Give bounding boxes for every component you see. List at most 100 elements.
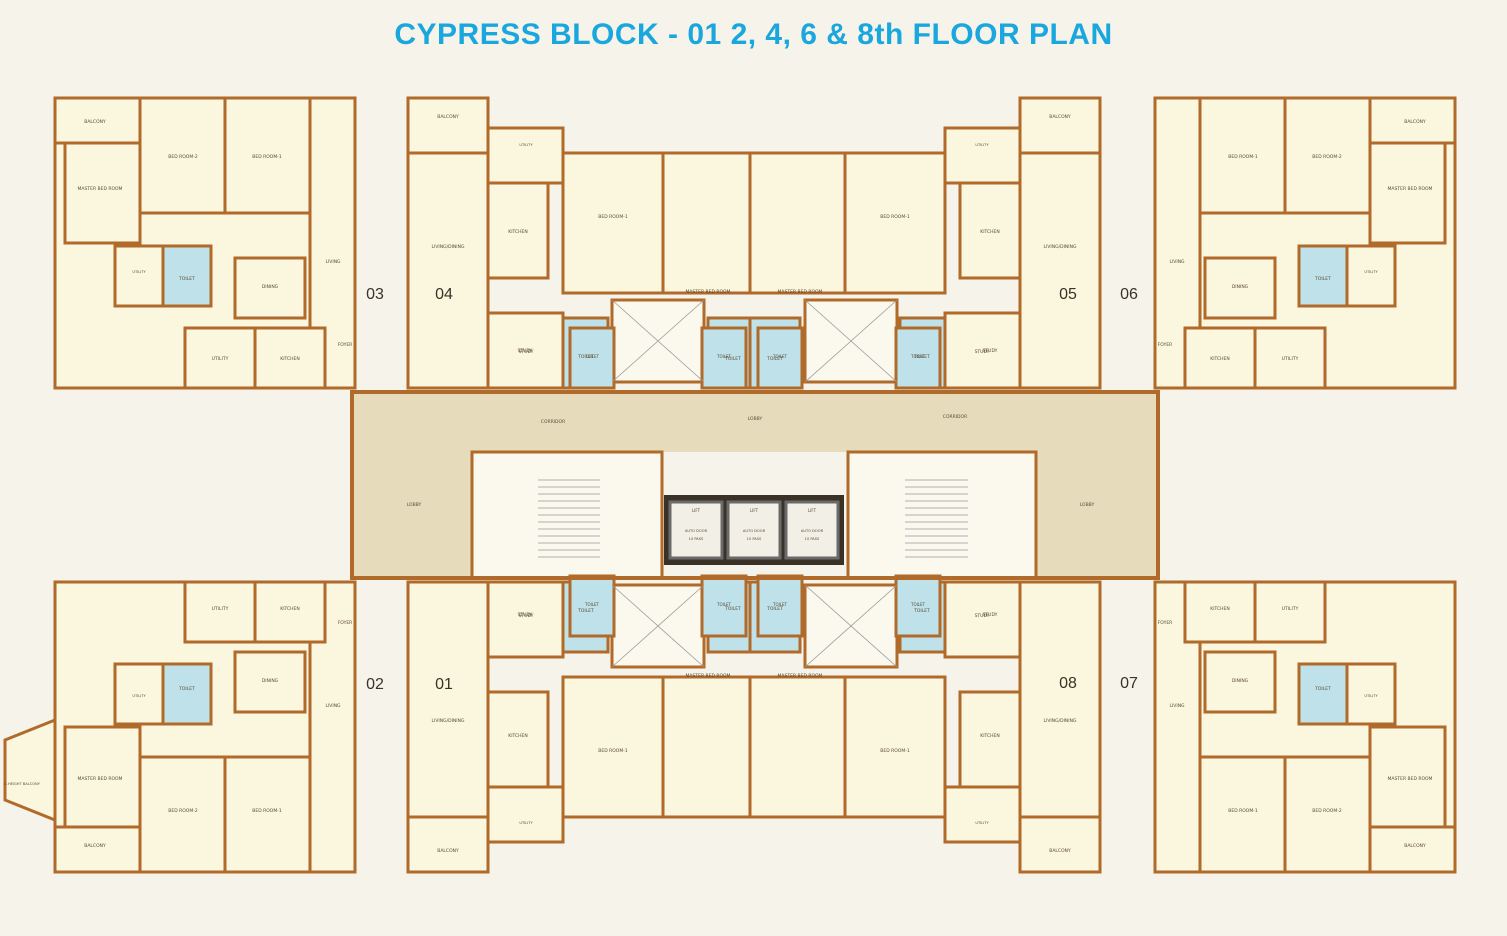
room-label: BALCONY — [84, 843, 106, 849]
lift-capacity-label: 10 PASS — [689, 537, 704, 541]
room-label: UTILITY — [212, 606, 229, 612]
study — [943, 311, 1022, 390]
room-label: TOILET — [724, 356, 741, 362]
room-label: FOYER — [1158, 620, 1173, 626]
room-label: FOYER — [338, 620, 353, 626]
toilet — [1297, 244, 1349, 308]
room-label: BED ROOM-2 — [168, 154, 198, 160]
room-label: STUDY — [975, 349, 990, 355]
balcony — [1018, 815, 1102, 874]
floor-plan-title: CYPRESS BLOCK - 01 2, 4, 6 & 8th FLOOR P… — [394, 18, 1113, 51]
room-label: TOILET — [178, 276, 195, 282]
room-label: UTILITY — [519, 143, 533, 147]
room-label: TOILET — [913, 354, 930, 360]
room-label: TOILET — [577, 354, 594, 360]
master-bed-room — [748, 675, 847, 819]
balcony — [1368, 825, 1457, 874]
room-label: UTILITY — [1282, 356, 1299, 362]
kitchen — [958, 181, 1022, 280]
shaft-cross — [804, 299, 898, 383]
room-label: KITCHEN — [280, 356, 300, 362]
room-label: LIVING — [325, 259, 341, 265]
utility — [486, 785, 565, 844]
toilet — [161, 244, 213, 308]
lift-label: LIFT — [750, 508, 759, 513]
study-label: STUDY — [983, 612, 998, 618]
balcony — [53, 825, 142, 874]
room-label: UTILITY — [1364, 270, 1378, 274]
apartment-07 — [1153, 580, 1457, 874]
master-bed-room — [748, 151, 847, 295]
apartment-02 — [53, 580, 357, 874]
room-label: BALCONY — [1404, 119, 1426, 125]
room-label: BALCONY — [1049, 848, 1071, 854]
room-label: MASTER BED ROOM — [1388, 776, 1433, 782]
room-label: KITCHEN — [280, 606, 300, 612]
toilet-core — [756, 326, 804, 390]
auto-door-label: AUTO DOOR — [685, 529, 708, 533]
unit-number-07: 07 — [1120, 675, 1138, 692]
study-label: STUDY — [518, 348, 533, 354]
toilet-label: TOILET — [584, 602, 600, 607]
room-label: BED ROOM-1 — [598, 748, 628, 754]
utility-small — [1345, 662, 1397, 726]
rooms-layer — [3, 96, 1457, 874]
room-label: MASTER BED ROOM — [686, 289, 731, 295]
room-label: LIVING — [1169, 259, 1185, 265]
room-label: MASTER BED ROOM — [78, 776, 123, 782]
utility — [183, 326, 257, 390]
kitchen — [1183, 580, 1257, 644]
room-label: BED ROOM-1 — [880, 748, 910, 754]
corridor-label: CORRIDOR — [541, 419, 565, 425]
room-label: BED ROOM-1 — [252, 154, 282, 160]
bed-room-1 — [843, 151, 947, 295]
corridor-band — [352, 392, 1158, 452]
auto-door-label: AUTO DOOR — [801, 529, 824, 533]
toilet-core — [568, 326, 616, 390]
lift-car — [726, 500, 782, 560]
balcony — [53, 96, 142, 145]
lift-capacity-label: 10 PASS — [747, 537, 762, 541]
room-label: STUDY — [975, 613, 990, 619]
toilet-core — [894, 326, 942, 390]
room-label: LIVING/DINING — [432, 718, 465, 724]
room-label: BALCONY — [437, 114, 459, 120]
toilet-core — [568, 574, 616, 638]
kitchen — [486, 181, 550, 280]
room-label: BALCONY — [84, 119, 106, 125]
utility — [1253, 580, 1327, 644]
unit-number-03: 03 — [366, 286, 384, 303]
room-label: LIVING/DINING — [1044, 244, 1077, 250]
apartment-05 — [748, 96, 1102, 390]
room-label: KITCHEN — [1210, 356, 1230, 362]
study — [943, 580, 1022, 659]
room-label: UTILITY — [519, 821, 533, 825]
bed-room-1 — [223, 755, 312, 874]
room-label: KITCHEN — [980, 733, 1000, 739]
master-bed-room — [63, 141, 142, 245]
bed-room-2 — [138, 755, 227, 874]
room-label: TOILET — [1314, 686, 1331, 692]
room-label: MASTER BED ROOM — [78, 186, 123, 192]
lift-label: LIFT — [692, 508, 701, 513]
utility-small — [113, 662, 165, 726]
toilet-label: TOILET — [910, 602, 926, 607]
room-label: MASTER BED ROOM — [1388, 186, 1433, 192]
room-label: TOILET — [577, 608, 594, 614]
room-label: UTILITY — [132, 694, 146, 698]
lobby-right — [1036, 392, 1158, 578]
shaft-cross — [611, 584, 705, 668]
toilet-label: TOILET — [584, 354, 600, 359]
room-label: LIVING — [325, 703, 341, 709]
utility-small — [113, 244, 165, 308]
room-label: KITCHEN — [980, 229, 1000, 235]
room-label: TOILET — [913, 608, 930, 614]
master-bed-room — [661, 675, 760, 819]
toilet-label: TOILET — [772, 354, 788, 359]
balcony — [406, 815, 490, 874]
study — [486, 580, 565, 659]
room-label: STUDY — [519, 613, 534, 619]
core-outline — [350, 390, 1160, 580]
room-label: LIVING/DINING — [1044, 718, 1077, 724]
toilet-label: TOILET — [910, 354, 926, 359]
